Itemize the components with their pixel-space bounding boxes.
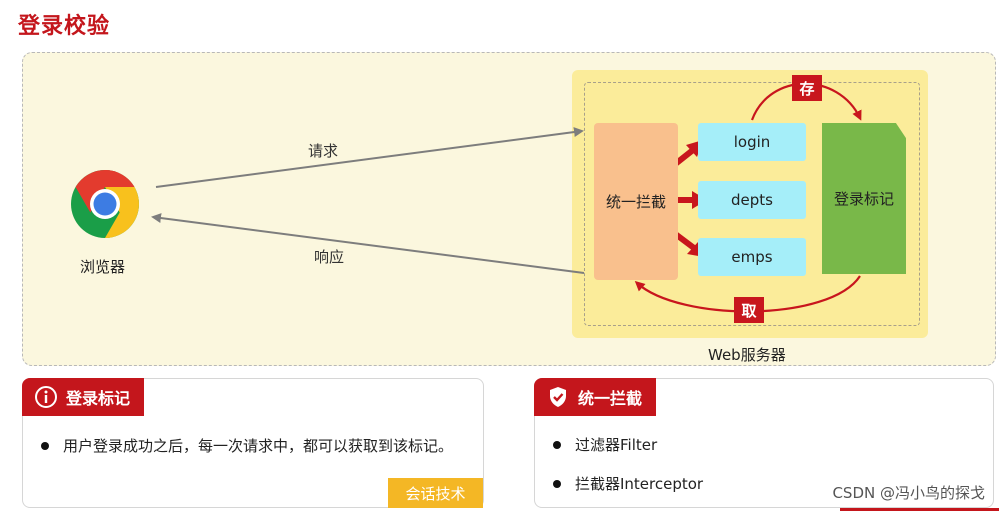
bullet-dot xyxy=(553,479,561,488)
login-marker-description: 用户登录成功之后，每一次请求中，都可以获取到该标记。 xyxy=(63,437,454,455)
chrome-icon xyxy=(70,169,140,239)
filter-item: 过滤器Filter xyxy=(575,436,658,454)
page-title: 登录校验 xyxy=(18,14,111,39)
web-server-caption: Web服务器 xyxy=(708,346,786,364)
unified-intercept-card-header: 统一拦截 xyxy=(534,378,657,416)
login-marker-card-title: 登录标记 xyxy=(66,389,131,408)
endpoint-login: login xyxy=(698,123,806,161)
interceptor-item: 拦截器Interceptor xyxy=(575,475,704,493)
session-tech-tag: 会话技术 xyxy=(388,478,483,508)
interceptor-box: 统一拦截 xyxy=(594,123,678,280)
browser-label: 浏览器 xyxy=(80,258,126,276)
bullet-dot xyxy=(553,440,561,449)
request-label: 请求 xyxy=(308,142,339,160)
fetch-badge: 取 xyxy=(734,297,764,323)
list-item: 过滤器Filter xyxy=(553,434,657,455)
watermark: CSDN @冯小鸟的探戈 xyxy=(832,484,985,502)
web-server-boundary xyxy=(584,82,920,326)
info-icon xyxy=(34,385,58,409)
login-marker-card-header: 登录标记 xyxy=(22,378,145,416)
bullet-dot xyxy=(41,441,49,450)
list-item: 用户登录成功之后，每一次请求中，都可以获取到该标记。 xyxy=(41,435,453,456)
shield-check-icon xyxy=(546,385,570,409)
list-item: 拦截器Interceptor xyxy=(553,473,703,494)
response-arrow xyxy=(151,213,585,274)
endpoint-depts: depts xyxy=(698,181,806,219)
store-badge: 存 xyxy=(792,75,822,101)
unified-intercept-card: 统一拦截 过滤器Filter 拦截器Interceptor xyxy=(534,378,994,508)
bottom-accent-line xyxy=(840,508,999,511)
login-marker-box: 登录标记 xyxy=(822,123,906,274)
response-label: 响应 xyxy=(314,248,345,266)
endpoint-emps: emps xyxy=(698,238,806,276)
unified-intercept-card-title: 统一拦截 xyxy=(578,389,643,408)
request-arrow xyxy=(155,127,584,188)
